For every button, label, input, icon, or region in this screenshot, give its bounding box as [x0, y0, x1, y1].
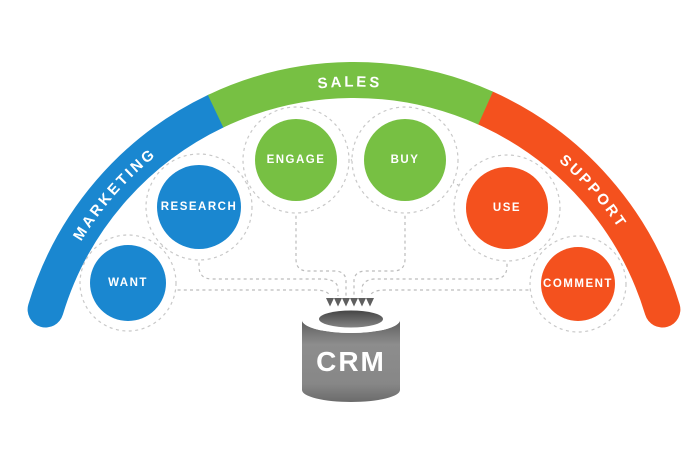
- engage-label: ENGAGE: [267, 154, 326, 166]
- research-connector-line: [198, 207, 339, 296]
- use-connector-line: [361, 208, 508, 296]
- arrowhead-icon: [358, 298, 366, 307]
- marketing-arc-label: MARKETING: [70, 144, 160, 243]
- support-arc-segment: [467, 90, 681, 328]
- sales-arc-label: SALES: [317, 73, 383, 92]
- want-connector-line: [128, 289, 331, 297]
- buy-connector-line: [353, 160, 406, 296]
- stage-connectors: [128, 160, 578, 297]
- comment-label: COMMENT: [543, 278, 613, 290]
- comment-circle: [541, 247, 615, 321]
- stage-circles: WANT RESEARCH ENGAGE BUY USE COMMENT: [90, 119, 615, 321]
- marketing-arc-segment: [27, 93, 234, 328]
- sales-arc-segment: [207, 62, 493, 128]
- inflow-arrowheads: [326, 298, 374, 307]
- arrowhead-icon: [342, 298, 350, 307]
- crm-label: CRM: [316, 346, 386, 377]
- cylinder-opening: [319, 310, 383, 328]
- want-label: WANT: [108, 277, 148, 289]
- arrowhead-icon: [326, 298, 334, 307]
- buy-label: BUY: [391, 154, 420, 166]
- crm-database-cylinder: CRM: [302, 307, 400, 402]
- engage-connector-line: [295, 160, 347, 296]
- use-label: USE: [493, 202, 521, 214]
- engage-circle: [255, 119, 337, 201]
- use-circle: [466, 167, 548, 249]
- research-circle: [157, 165, 241, 249]
- arrowhead-icon: [334, 298, 342, 307]
- research-label: RESEARCH: [161, 201, 238, 213]
- arrowhead-icon: [366, 298, 374, 307]
- buy-circle: [364, 119, 446, 201]
- arrowhead-icon: [350, 298, 358, 307]
- want-circle: [90, 245, 166, 321]
- cylinder-body: [302, 320, 400, 402]
